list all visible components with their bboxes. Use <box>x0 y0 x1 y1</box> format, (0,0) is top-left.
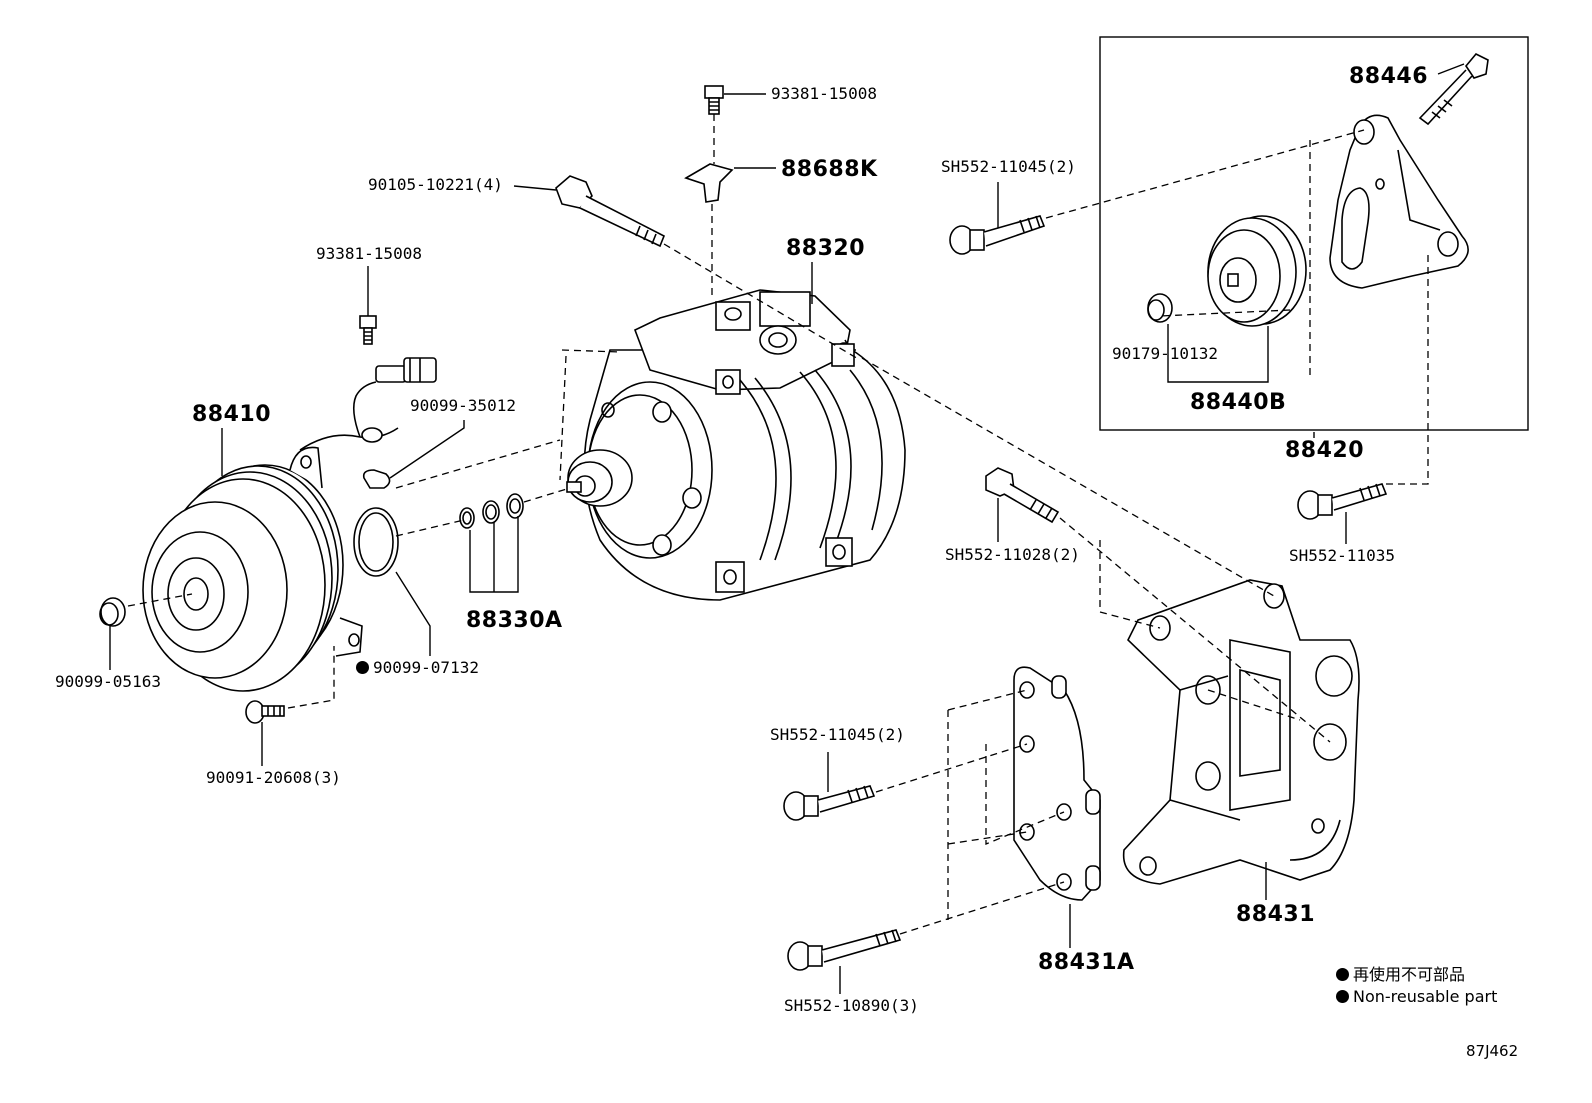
part-label-90099-05163[interactable]: 90099-05163 <box>55 674 161 690</box>
part-label-88431a[interactable]: 88431A <box>1038 952 1135 974</box>
part-number-text: 88420 <box>1285 438 1365 463</box>
nonreusable-bullet-icon <box>356 661 369 674</box>
part-number-text: 88431A <box>1038 950 1135 975</box>
nonreusable-bullet-icon <box>1336 968 1349 981</box>
part-number-text: SH552-11045(2) <box>770 725 905 744</box>
part-label-88410[interactable]: 88410 <box>192 404 271 426</box>
part-label-90179-10132[interactable]: 90179-10132 <box>1112 346 1218 362</box>
part-number-text: 88330A <box>466 608 563 633</box>
part-number-text: 90099-05163 <box>55 672 161 691</box>
bolt-SH552-10890 <box>787 929 902 971</box>
bolt-SH552-11035 <box>1297 483 1388 520</box>
part-label-sh552-11028[interactable]: SH552-11028(2) <box>945 547 1080 563</box>
bolt-SH552-11045-upper <box>949 215 1046 255</box>
clamp-90099-35012 <box>362 469 391 489</box>
bracket-88688K <box>684 163 734 203</box>
part-number-text: 90179-10132 <box>1112 344 1218 363</box>
part-label-88330a[interactable]: 88330A <box>466 610 563 632</box>
compressor-bracket-88431 <box>1122 579 1360 885</box>
part-label-sh552-10890[interactable]: SH552-10890(3) <box>784 998 919 1014</box>
part-label-88446[interactable]: 88446 <box>1349 66 1428 88</box>
part-number-text: 90099-07132 <box>373 658 479 677</box>
part-number-text: SH552-10890(3) <box>784 996 919 1015</box>
part-label-90099-35012[interactable]: 90099-35012 <box>410 398 516 414</box>
idler-pulley-88440B <box>1207 215 1307 327</box>
part-label-93381-15008-b[interactable]: 93381-15008 <box>771 86 877 102</box>
leader-lines <box>109 63 1465 994</box>
part-number-text: 88431 <box>1236 902 1316 927</box>
part-label-88688k[interactable]: 88688K <box>781 159 878 181</box>
part-number-text: SH552-11045(2) <box>941 157 1076 176</box>
part-number-text: SH552-11028(2) <box>945 545 1080 564</box>
part-label-88320[interactable]: 88320 <box>786 238 865 260</box>
part-label-88440b[interactable]: 88440B <box>1190 392 1286 414</box>
part-number-text: 88446 <box>1349 64 1429 89</box>
snap-ring-90099-07132 <box>353 507 399 577</box>
bolt-SH552-11028 <box>985 467 1060 524</box>
part-label-93381-15008-a[interactable]: 93381-15008 <box>316 246 422 262</box>
idler-bracket-88420 <box>1329 114 1469 289</box>
part-number-text: SH552-11035 <box>1289 546 1395 565</box>
part-label-90099-07132[interactable]: 90099-07132 <box>356 660 479 676</box>
part-number-text: 88688K <box>781 157 878 182</box>
nonreusable-bullet-icon <box>1336 990 1349 1003</box>
bolt-90105-10221 <box>555 175 666 248</box>
part-number-text: 88410 <box>192 402 272 427</box>
part-number-text: 88320 <box>786 236 866 261</box>
part-label-sh552-11035[interactable]: SH552-11035 <box>1289 548 1395 564</box>
bolt-90091-20608 <box>245 700 285 724</box>
legend-japanese: 再使用不可部品 <box>1336 961 1465 985</box>
bolt-88446 <box>1418 53 1489 126</box>
screw-93381-15008-top <box>704 85 724 115</box>
part-label-88431[interactable]: 88431 <box>1236 904 1315 926</box>
part-label-sh552-11045-a[interactable]: SH552-11045(2) <box>941 159 1076 175</box>
part-label-90091-20608[interactable]: 90091-20608(3) <box>206 770 341 786</box>
compressor-88320 <box>566 289 906 601</box>
inset-box <box>1099 36 1529 431</box>
part-number-text: 90099-35012 <box>410 396 516 415</box>
magnetic-clutch-88410 <box>142 357 437 692</box>
part-label-90105-10221[interactable]: 90105-10221(4) <box>368 177 503 193</box>
assembly-lines <box>127 114 1429 935</box>
part-number-text: 90091-20608(3) <box>206 768 341 787</box>
part-number-text: 93381-15008 <box>771 84 877 103</box>
part-number-text: 90105-10221(4) <box>368 175 503 194</box>
bracket-plate-88431A <box>1013 666 1101 901</box>
bolt-SH552-11045-lower <box>783 785 876 821</box>
part-number-text: 93381-15008 <box>316 244 422 263</box>
part-label-88420[interactable]: 88420 <box>1285 440 1364 462</box>
nut-90099-05163 <box>99 597 126 627</box>
shims-88330A <box>459 493 524 529</box>
part-label-sh552-11045-b[interactable]: SH552-11045(2) <box>770 727 905 743</box>
diagram-code: 87J462 <box>1466 1042 1519 1060</box>
legend-english: Non-reusable part <box>1336 987 1497 1006</box>
screw-93381-15008-left <box>359 315 377 345</box>
part-number-text: 88440B <box>1190 390 1287 415</box>
nut-90179-10132 <box>1147 293 1173 323</box>
